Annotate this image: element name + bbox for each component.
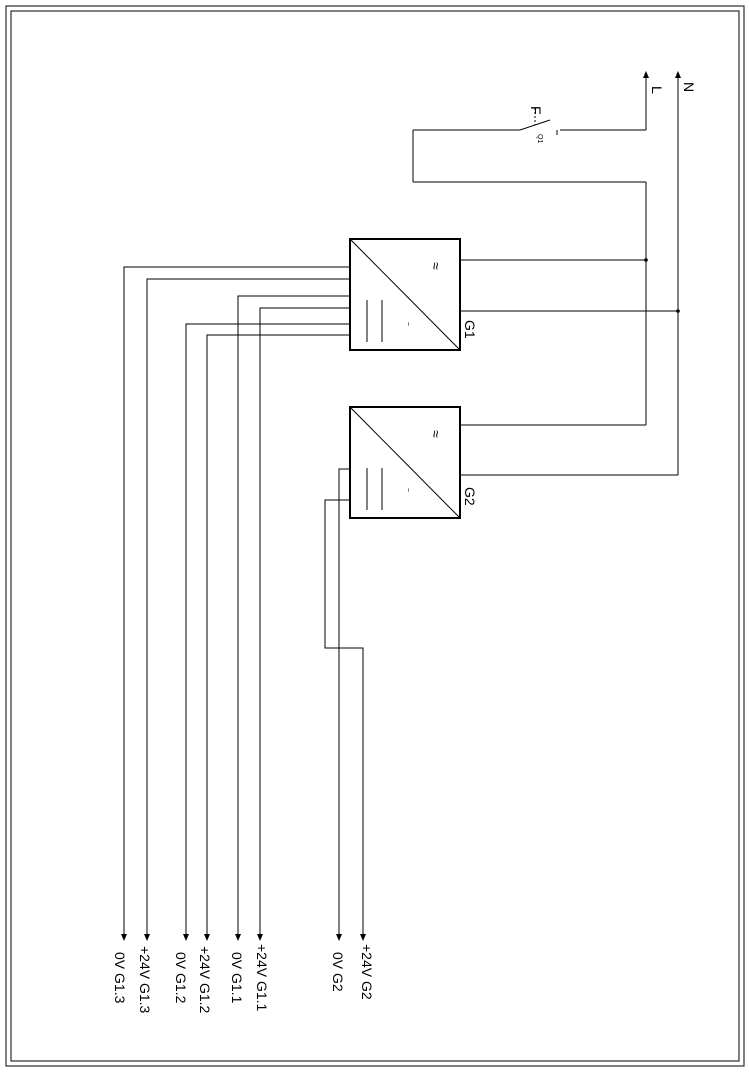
outer-frame [5, 5, 745, 1067]
g2-label: G2 [462, 487, 478, 506]
g1-ac-symbol: ≈ [428, 262, 444, 270]
wire-24v-g1-3 [144, 278, 350, 941]
output-label-24v-g1-2: +24V G1.2 [197, 946, 213, 1014]
neutral-label: N [681, 82, 697, 92]
wire-0v-g1-2 [183, 323, 350, 941]
output-label-24v-g1-1: +24V G1.1 [254, 944, 270, 1012]
fuse-label: F [528, 106, 544, 115]
wire-0v-g1-1 [235, 295, 350, 941]
power-supply-g1: ≈ ~ [349, 238, 461, 351]
inner-frame [10, 10, 740, 1062]
power-supply-g2: ≈ ~ [349, 406, 461, 519]
wire-24v-g1-2 [204, 334, 350, 941]
g1-label: G1 [462, 320, 478, 339]
g2-ac-symbol: ≈ [428, 430, 444, 438]
wire-24v-g2 [324, 499, 366, 941]
output-label-0v-g1-1: 0V G1.1 [229, 952, 245, 1004]
output-label-24v-g1-3: +24V G1.3 [137, 946, 153, 1014]
line-label: L [649, 86, 665, 94]
wire-0v-g1-3 [121, 266, 350, 941]
output-label-24v-g2: +24V G2 [359, 944, 375, 1000]
wire-24v-g1-1 [257, 307, 350, 941]
g1-l-junction [644, 258, 648, 262]
fuse-sublabel: Q1 [536, 134, 543, 143]
g1-n-junction [676, 309, 680, 313]
g1-dc-mark: ~ [404, 322, 411, 326]
g2-dc-mark: ~ [404, 488, 411, 492]
output-label-0v-g1-2: 0V G1.2 [173, 952, 189, 1004]
output-label-0v-g1-3: 0V G1.3 [112, 952, 128, 1004]
wire-0v-g2 [336, 468, 350, 941]
output-label-0v-g2: 0V G2 [330, 952, 346, 992]
